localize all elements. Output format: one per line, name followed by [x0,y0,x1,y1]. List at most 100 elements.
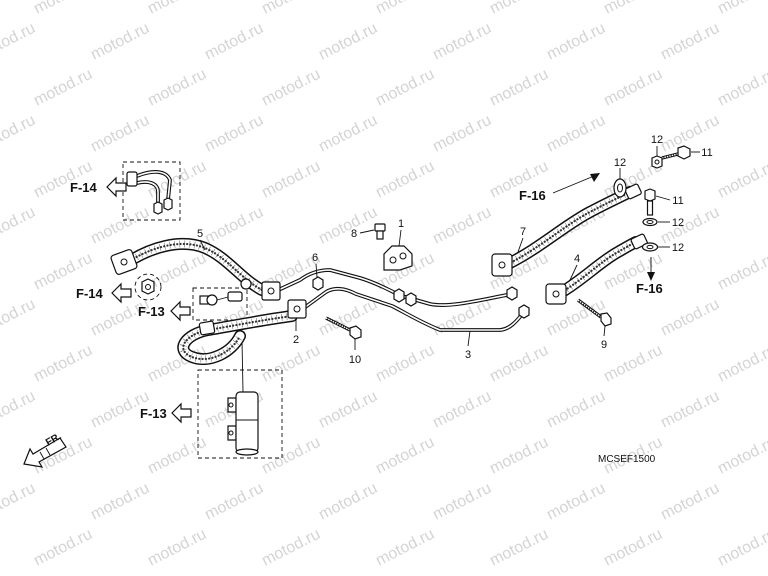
bolt-head [600,312,612,327]
detail-box-f14-upper [122,161,181,221]
dashed-frame [134,273,162,301]
brake-pipe-3 [272,268,530,332]
leader-line-4 [569,264,578,281]
reference-f13-upper: F-13 [138,300,191,322]
callout-10: 10 [349,354,361,366]
reference-f16-upper: F-16 [519,173,600,203]
arrowhead-icon [647,272,655,281]
washer-hole [654,159,660,165]
bolt-head [677,145,691,160]
reference-f14-upper: F-14 [70,176,127,198]
leader-lines [199,146,700,350]
flare-nut [312,276,324,291]
flare-nut [518,304,530,319]
washer-12-left [613,178,627,198]
callout-12-mid: 12 [672,217,684,229]
dashed-frame [192,287,248,321]
detail-box-f13-upper [192,287,248,321]
leader-line-7 [517,237,524,253]
reference-arrow-line [552,175,595,194]
callout-1: 1 [398,218,404,230]
left-arrow-icon [171,402,192,424]
brake-hose-7 [508,183,642,264]
detail-flare-nut-b [163,197,173,211]
pipe-clamp-1 [383,245,413,271]
flare-nut [405,292,417,307]
callout-2: 2 [293,334,299,346]
detail-joint-block [126,171,138,187]
callout-11-upper: 11 [701,147,712,159]
clamp-hole-b [399,252,407,260]
caliper-cylinder-end [235,448,259,456]
reference-f13-lower: F-13 [140,402,192,424]
callout-8: 8 [351,228,357,240]
leader-line-3 [467,330,471,347]
left-arrow-icon [106,176,127,198]
washer-hole [646,244,654,250]
fitting-bore [145,284,151,290]
dashed-frame [122,161,181,221]
hose-end-fitting [624,183,642,200]
joint-block-hole [120,258,128,266]
brake-hose-2 [183,316,292,359]
callout-12-low: 12 [672,242,684,254]
callout-9: 9 [601,339,607,351]
leader-line-9 [603,325,606,337]
bolt-10 [325,316,362,340]
banjo-fitting [206,294,218,306]
reference-f16-lower: F-16 [636,257,663,296]
front-arrow-icon [23,437,67,468]
reference-f14-lower: F-14 [76,282,132,304]
bolt-head [349,325,362,340]
washer-12-low [641,242,659,252]
bolt-head [644,188,656,202]
reference-label: F-16 [519,188,546,203]
reference-label: F-13 [138,304,165,319]
hose-end-fitting [227,291,243,302]
brake-hose-5 [128,244,262,290]
arrow-hatch-b [45,447,51,456]
callout-12-left: 12 [614,157,626,169]
line-to-caliper [241,339,244,393]
clamp-hole-a [389,256,397,264]
detail-pipe-b-inner [136,181,159,205]
bolt-head [374,223,386,232]
callout-numbers: 5 8 1 6 2 10 3 7 4 9 11 12 12 11 12 12 [197,134,713,366]
callout-5: 5 [197,228,203,240]
detail-f14-lower [134,273,162,301]
callout-11-lower: 11 [672,195,683,207]
caliper-cylinder [235,391,259,453]
clamp-body [383,245,413,271]
callout-12-top: 12 [651,134,663,146]
leader-line-5 [199,239,206,251]
detail-pipe-a-inner [136,171,171,201]
washer-hole [646,220,654,224]
arrowhead-icon [590,173,600,182]
callout-3: 3 [465,349,471,361]
bolt-shaft [646,200,654,216]
front-direction-indicator: FR. [23,431,67,468]
dashed-frame [197,369,283,459]
bolt-thread [577,299,602,318]
callout-7: 7 [520,226,526,238]
leader-line-11-lower [655,195,671,201]
arrow-hatch-a [39,451,45,460]
callout-4: 4 [574,253,580,265]
flare-nut [506,286,518,301]
washer-12-top [651,155,663,169]
diagram-code: MCSEF1500 [598,454,656,465]
bolt-11-lower [644,188,656,216]
reference-label: F-13 [140,406,167,421]
joint-block-hole [267,287,275,295]
bolt-8 [374,223,386,240]
bracket-hole-lower [228,430,234,436]
washer-hole [617,183,623,193]
leader-line-1 [398,229,402,247]
flare-nut [393,288,405,303]
banjo-connection [216,296,229,301]
leader-line-8 [359,229,375,234]
reference-label: F-14 [70,180,98,195]
left-arrow-icon [170,300,191,322]
bolt-thread [325,317,351,331]
joint-blocks [110,249,567,319]
